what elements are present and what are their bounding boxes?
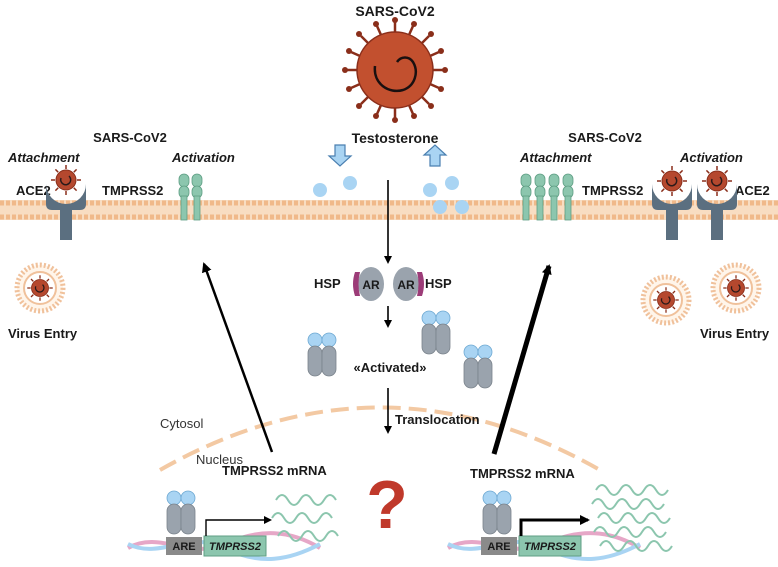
left-are-label: ARE [172,541,195,553]
left-transcription-arrow [205,516,272,536]
right-virus-entry-label: Virus Entry [700,326,770,341]
left-ace2-label: ACE2 [16,183,51,198]
sars-cov2-virus-large [342,17,448,123]
right-are-label: ARE [487,541,510,553]
right-ace2-label: ACE2 [735,183,770,198]
left-gene-label: TMPRSS2 [209,541,261,553]
translocation-label: Translocation [395,412,480,427]
sars-cov2-title: SARS-CoV2 [355,3,435,19]
ar-label-left: AR [362,278,380,292]
right-gene-box [518,535,582,557]
testosterone-down-arrow [327,144,353,167]
right-tmprss2-label: TMPRSS2 [582,183,643,198]
activated-ar-dimer-3 [463,344,493,389]
left-ar-dimer-on-dna [166,490,196,535]
right-bound-viruses [656,165,733,197]
question-mark: ? [366,467,408,543]
right-activation-label: Activation [679,150,743,165]
nucleus-label: Nucleus [196,452,243,467]
right-attachment-label: Attachment [519,150,592,165]
ar-hsp-complex-left: AR [353,267,384,301]
right-mrna-strands [591,484,673,552]
ar-label-right: AR [397,278,415,292]
right-virus-vesicles [643,265,759,323]
cytosol-label: Cytosol [160,416,203,431]
right-mrna-label: TMPRSS2 mRNA [470,466,575,481]
left-activation-label: Activation [171,150,235,165]
left-virus-vesicle [17,265,63,311]
testosterone-label: Testosterone [352,130,439,146]
right-are-box [481,537,517,555]
right-transcription-arrow [519,515,590,536]
activated-ar-dimer-2 [421,310,451,355]
left-are-box [166,537,202,555]
nuclear-envelope [159,405,601,472]
left-sars-cov2-label: SARS-CoV2 [93,130,167,145]
left-tmprss2-label: TMPRSS2 [102,183,163,198]
testosterone-molecules [313,176,469,214]
left-mrna-label: TMPRSS2 mRNA [222,463,327,478]
left-mrna-to-tmprss2-arrow [202,262,274,453]
left-mrna-strands [271,494,339,542]
ar-hsp-complex-right: AR [393,267,424,301]
hsp-label-left: HSP [314,276,341,291]
left-virus-entry-label: Virus Entry [8,326,78,341]
left-bound-virus [50,164,82,196]
right-ar-dimer-on-dna [482,490,512,535]
right-gene-label: TMPRSS2 [524,541,576,553]
right-sars-cov2-label: SARS-CoV2 [568,130,642,145]
testosterone-up-arrow [422,144,448,167]
right-mrna-to-tmprss2-arrow [491,264,552,455]
left-attachment-label: Attachment [7,150,80,165]
activated-ar-dimer-1 [307,332,337,377]
left-gene-box [203,535,267,557]
hsp-label-right: HSP [425,276,452,291]
activated-label: «Activated» [354,360,427,375]
